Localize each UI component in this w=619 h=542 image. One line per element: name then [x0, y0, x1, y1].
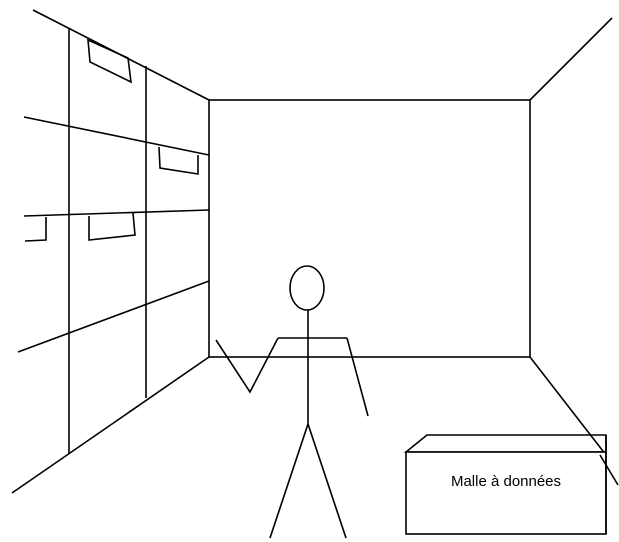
- person-left-leg: [270, 424, 308, 538]
- floor-edge-left: [12, 357, 209, 493]
- shelf-board-3: [18, 281, 209, 352]
- file-folder-4: [25, 217, 46, 241]
- shelf-board-2: [24, 210, 209, 216]
- box-label: Malle à données: [406, 452, 606, 512]
- box-top: [406, 435, 606, 452]
- person-right-arm: [347, 338, 368, 416]
- person-head: [290, 266, 324, 310]
- back-wall: [209, 100, 530, 357]
- person-right-leg: [308, 424, 346, 538]
- file-folder-3: [89, 213, 135, 240]
- shelf-board-1: [24, 117, 209, 155]
- person-left-arm: [216, 338, 278, 392]
- ceiling-edge-right: [530, 18, 612, 100]
- file-folder-1: [88, 40, 131, 82]
- floor-edge-right: [530, 357, 606, 455]
